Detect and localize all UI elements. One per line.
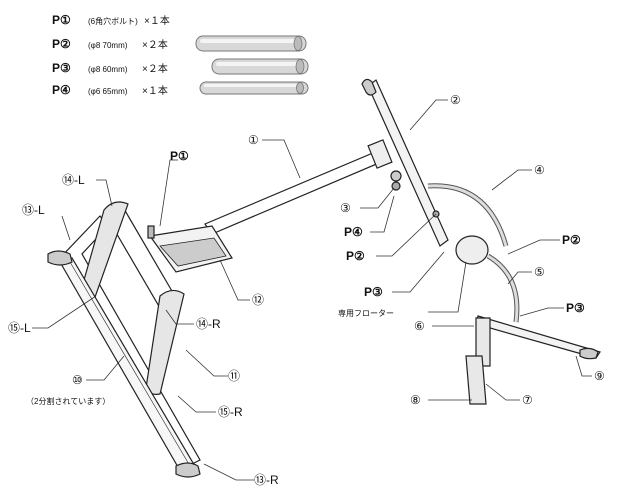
pin-p3-illustration bbox=[211, 58, 309, 75]
label-part-2: ② bbox=[450, 93, 461, 107]
label-part-7: ⑦ bbox=[522, 393, 533, 407]
label-part-13l: ⑬-L bbox=[22, 203, 45, 217]
label-floater: 専用フローター bbox=[338, 308, 394, 318]
label-part-8: ⑧ bbox=[410, 393, 421, 407]
label-part-14r: ⑭-R bbox=[196, 317, 221, 331]
label-part-1: ① bbox=[248, 133, 259, 147]
right-frame-drawing bbox=[361, 78, 601, 405]
label-part-12: ⑫ bbox=[252, 293, 264, 307]
left-frame-drawing bbox=[47, 139, 393, 478]
parts-list-qty: ×１本 bbox=[144, 14, 170, 27]
label-part-6: ⑥ bbox=[414, 319, 425, 333]
pin-p2-illustration bbox=[195, 35, 307, 52]
parts-list-qty: ×２本 bbox=[142, 38, 168, 51]
parts-list-code: P④ bbox=[52, 83, 71, 97]
label-part-4: ④ bbox=[534, 163, 545, 177]
parts-list-spec: (φ6 65mm) bbox=[88, 87, 128, 96]
parts-list: P① (6角穴ボルト) ×１本 P② (φ8 70mm) ×２本 P③ (φ8 … bbox=[52, 13, 309, 97]
label-pin-p2-b: P② bbox=[562, 233, 581, 247]
pin-p4-illustration bbox=[199, 81, 309, 95]
label-part-15l: ⑮-L bbox=[8, 321, 31, 335]
label-pin-p1: P① bbox=[170, 149, 189, 163]
parts-list-qty: ×１本 bbox=[142, 84, 168, 97]
parts-list-spec: (φ8 70mm) bbox=[88, 41, 128, 50]
label-part-15r: ⑮-R bbox=[218, 405, 243, 419]
label-part-3: ③ bbox=[340, 201, 351, 215]
callout-labels: ① ② ③ ④ ⑤ ⑥ ⑦ ⑧ ⑨ ⑩ （2分割されています） ⑪ ⑫ ⑬-L … bbox=[8, 93, 605, 487]
parts-list-qty: ×２本 bbox=[142, 62, 168, 75]
leader-lines bbox=[32, 99, 592, 481]
parts-list-spec: (φ8 60mm) bbox=[88, 65, 128, 74]
label-pin-p3-a: P③ bbox=[364, 285, 383, 299]
parts-list-code: P① bbox=[52, 13, 71, 27]
label-pin-p2-a: P② bbox=[346, 249, 365, 263]
label-part-9: ⑨ bbox=[594, 369, 605, 383]
parts-list-code: P③ bbox=[52, 61, 71, 75]
label-pin-p4: P④ bbox=[344, 225, 363, 239]
label-pin-p3-b: P③ bbox=[566, 301, 585, 315]
label-part-13r: ⑬-R bbox=[254, 473, 279, 487]
parts-list-spec: (6角穴ボルト) bbox=[88, 16, 138, 26]
label-part-11: ⑪ bbox=[228, 369, 240, 383]
label-part-14l: ⑭-L bbox=[62, 173, 85, 187]
label-part-10: ⑩ bbox=[72, 373, 83, 387]
label-part-10-note: （2分割されています） bbox=[26, 396, 110, 406]
parts-list-code: P② bbox=[52, 37, 71, 51]
label-part-5: ⑤ bbox=[534, 265, 545, 279]
